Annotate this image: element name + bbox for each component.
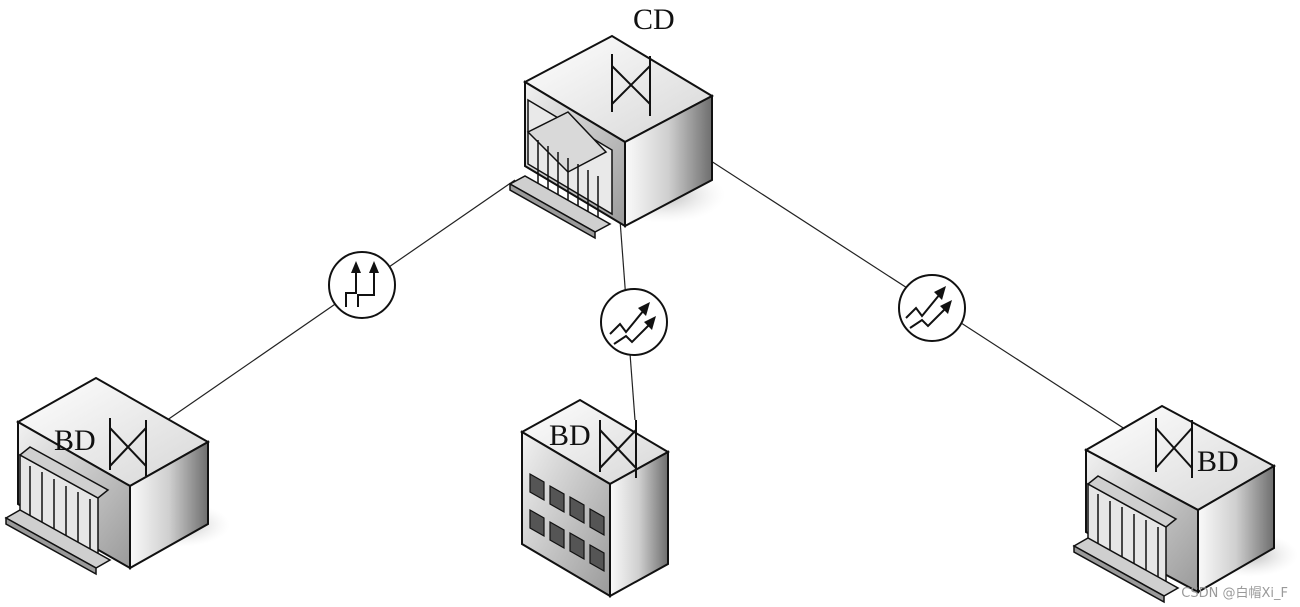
- bd-left-label: BD: [54, 424, 96, 457]
- antenna-icon: [611, 54, 651, 116]
- cd-label: CD: [633, 3, 675, 36]
- antenna-icon: [599, 420, 637, 478]
- bd-left-building-icon: [4, 376, 230, 576]
- bd-right-label: BD: [1197, 445, 1239, 478]
- signal-amplifier-icon: [600, 288, 668, 356]
- bd-center-label: BD: [549, 419, 591, 452]
- bd-center-building-icon: [519, 398, 671, 598]
- antenna-icon: [109, 418, 147, 476]
- signal-amplifier-icon: [328, 251, 396, 319]
- signal-amplifier-icon: [898, 274, 966, 342]
- antenna-icon: [1155, 418, 1193, 478]
- cd-building-icon: [508, 34, 725, 240]
- bd-right-building-icon: [1072, 404, 1298, 604]
- watermark: CSDN @白帽Xi_F: [1181, 586, 1288, 601]
- link-cd-to-bd-right: [639, 114, 1166, 456]
